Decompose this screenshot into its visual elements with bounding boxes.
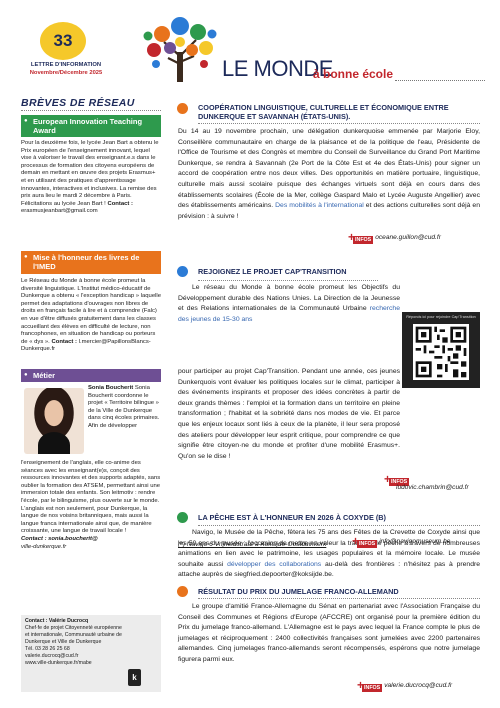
article-title-savannah: COOPÉRATION LINGUISTIQUE, CULTURELLE ET …: [198, 103, 449, 122]
contact-box-email[interactable]: valerie.ducrocq@cud.fr: [25, 653, 79, 659]
sidebar-heading-metier: Métier: [21, 369, 161, 382]
sidebar-divider: [21, 110, 161, 111]
article-bullet-icon: [177, 266, 188, 277]
info-jumelage: + INFOS valerie.ducrocq@cud.fr: [357, 678, 453, 692]
contact-box-line: Dunkerque et Ville de Dunkerque: [25, 639, 102, 645]
info-cap-transition: + INFOS: [384, 472, 411, 486]
article-body-cap-transition-b: pour participer au projet Cap'Transition…: [178, 367, 400, 469]
k-badge-icon: k: [128, 669, 141, 686]
article-divider: [198, 123, 480, 124]
plus-icon: +: [357, 678, 365, 692]
sidebar-heading-imed: Mise à l'honneur des livres de l'IMED: [21, 251, 161, 274]
issue-number: 33: [40, 22, 86, 60]
article-link[interactable]: développer des collaborations: [227, 560, 322, 568]
sidebar-text-metier: l'enseignement de l'anglais, elle co-ani…: [21, 460, 161, 608]
plus-icon: +: [352, 534, 360, 548]
contact-box-website[interactable]: www.ville-dunkerque.fr/mabe: [25, 660, 92, 666]
info-tag: INFOS: [389, 478, 410, 486]
article-body-coxyde: Navigo, le Musée de la Pêche, fêtera les…: [178, 528, 480, 578]
contact-label: Contact :: [107, 200, 133, 207]
avatar: [24, 388, 84, 454]
article-divider: [198, 525, 480, 526]
article-bullet-icon: [177, 103, 188, 114]
article-body-cap-transition-a: Le réseau du Monde à bonne école promeut…: [178, 283, 400, 367]
masthead-subtitle: à bonne école: [313, 67, 394, 81]
sidebar-body: Sonia Boucherit coordonne le projet « Te…: [88, 385, 160, 429]
info-email[interactable]: oceane.guillon@cud.fr: [375, 233, 441, 241]
article-divider: [198, 598, 480, 599]
sidebar-body: Le Réseau du Monde à bonne école promeut…: [21, 278, 161, 345]
article-divider: [198, 280, 378, 281]
article-text: Le groupe d'amitié France-Allemagne du S…: [178, 603, 480, 663]
plus-icon: +: [384, 472, 392, 486]
contact-email[interactable]: erasmusjeanbart@gmail.com: [21, 208, 98, 215]
contact-email[interactable]: ville-dunkerque.fr: [21, 543, 67, 550]
plus-icon: +: [348, 230, 356, 244]
article-title-jumelage: RÉSULTAT DU PRIX DU JUMELAGE FRANCO-ALLE…: [198, 587, 399, 596]
info-tag: INFOS: [353, 236, 374, 244]
masthead-divider: [395, 80, 485, 81]
contact-label: Contact :: [51, 338, 77, 345]
masthead-title: LE MONDE: [222, 56, 333, 81]
tree-logo-icon: [143, 17, 217, 82]
qr-code-icon[interactable]: [413, 324, 469, 380]
article-link[interactable]: recherche des jeunes de 15-30 ans: [178, 305, 400, 323]
person-name: Sonia Boucherit: [88, 385, 134, 391]
article-text: Le réseau du Monde à bonne école promeut…: [178, 284, 400, 313]
article-body-savannah: Du 14 au 19 novembre prochain, une délég…: [178, 127, 480, 237]
info-tag: INFOS: [362, 684, 383, 692]
article-bullet-icon: [177, 512, 188, 523]
info-email[interactable]: valerie.ducrocq@cud.fr: [384, 681, 453, 689]
info-savannah: + INFOS oceane.guillon@cud.fr: [348, 230, 441, 244]
newsletter-label: LETTRE D'INFORMATION: [30, 62, 102, 68]
contact-box-title: Contact : Valérie Ducrocq: [25, 618, 89, 624]
info-email-cap-transition: ludovic.chambrin@cud.fr: [396, 484, 469, 491]
info-coxyde: + INFOS info@navigomuseum.be: [352, 534, 451, 548]
article-bullet-icon: [177, 586, 188, 597]
article-text: et des actions culturelles sont déjà en …: [178, 202, 480, 220]
issue-date: Novembre/Décembre 2025: [29, 70, 103, 76]
info-tag: INFOS: [357, 540, 378, 548]
article-text: pour participer au projet Cap'Transition…: [178, 368, 400, 460]
info-email[interactable]: info@navigomuseum.be: [379, 537, 451, 545]
sidebar-heading-teaching-award: European Innovation Teaching Award: [21, 115, 161, 137]
article-text: Du 14 au 19 novembre prochain, une délég…: [178, 128, 480, 210]
contact-email[interactable]: l.mercier@PapillonsBlancs-Dunkerque.fr: [21, 338, 151, 353]
info-email[interactable]: ludovic.chambrin@cud.fr: [396, 484, 469, 491]
contact-box-phone: Tél. 03 28 26 25 68: [25, 646, 70, 652]
sidebar-text-metier-side: Sonia Boucherit Sonia Boucherit coordonn…: [88, 385, 161, 431]
contact-label: Contact : sonia.boucherit@: [21, 535, 98, 542]
article-body-jumelage: Le groupe d'amitié France-Allemagne du S…: [178, 602, 480, 680]
sidebar-text-teaching-award: Pour la deuxième fois, le lycée Jean Bar…: [21, 140, 161, 248]
article-link[interactable]: Des mobilités à l'international: [275, 202, 364, 210]
article-title-cap-transition: REJOIGNEZ LE PROJET CAP'TRANSITION: [198, 267, 347, 276]
sidebar-body: Pour la deuxième fois, le lycée Jean Bar…: [21, 140, 159, 207]
article-text: Navigo, le Musée de la Pêche, fêtera les…: [178, 529, 480, 568]
sidebar-body: l'enseignement de l'anglais, elle co-ani…: [21, 460, 161, 535]
qr-caption: Réponds ici pour rejoindre Cap'Transitio…: [406, 315, 476, 319]
contact-box-line: et internationale, Communauté urbaine de: [25, 632, 122, 638]
contact-box-line: Chef·fe de projet Citoyenneté européenne: [25, 625, 122, 631]
sidebar-title: BRÈVES DE RÉSEAU: [21, 97, 135, 109]
issue-number-badge: 33: [40, 22, 86, 60]
article-title-coxyde: LA PÊCHE EST À L'HONNEUR EN 2026 À COXYD…: [198, 513, 386, 522]
article-text: au-delà des frontières : n'hésitez pas à…: [178, 560, 481, 579]
sidebar-text-imed: Le Réseau du Monde à bonne école promeut…: [21, 278, 161, 366]
article-note-coxyde: (*) Navigo 6 Vrijheidstraat à Koksijde-O…: [178, 541, 327, 548]
